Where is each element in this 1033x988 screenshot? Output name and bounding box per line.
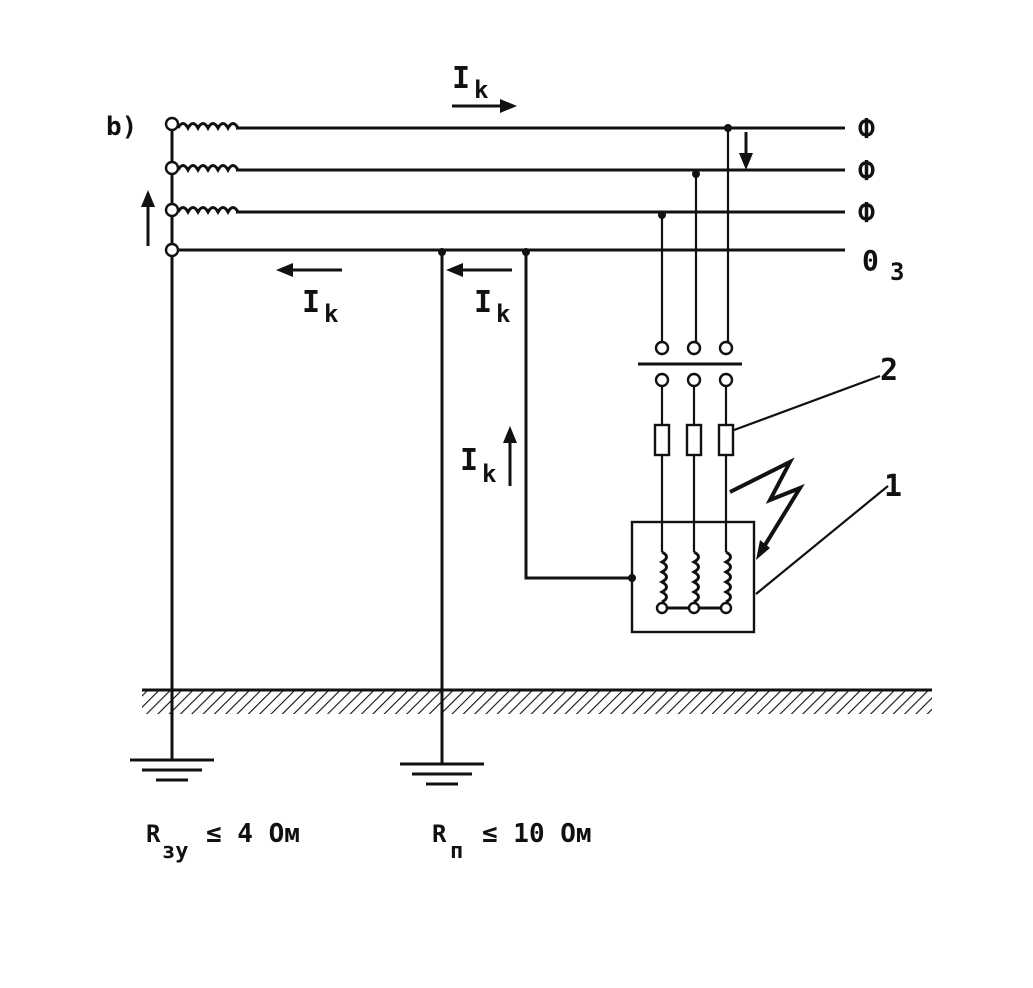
- phase-lines: [236, 126, 845, 214]
- svg-text:R: R: [146, 820, 161, 848]
- ground-symbol-icon: [130, 758, 214, 782]
- callout-1: 1: [884, 469, 902, 504]
- svg-text:≤ 4 Ом: ≤ 4 Ом: [206, 819, 300, 849]
- current-label-sub: k: [482, 460, 497, 488]
- current-label-sub: k: [496, 300, 511, 328]
- ground-symbol-icon: [400, 762, 484, 786]
- neutral-label-sub: 3: [890, 258, 904, 286]
- callout-line: [733, 374, 881, 432]
- load-windings: [655, 550, 733, 615]
- ground-surface-hatch: [142, 690, 932, 714]
- current-label: I: [452, 61, 470, 96]
- source-terminal: [164, 160, 180, 176]
- current-label: I: [302, 285, 320, 320]
- ground-resistance-label-1: R зу ≤ 4 Ом: [146, 819, 300, 864]
- figure-label: b): [106, 112, 137, 142]
- arrow-up-icon: [141, 190, 155, 207]
- arrow-down-icon: [739, 153, 753, 170]
- source-terminal: [164, 116, 180, 132]
- enclosure-to-neutral-wire: [524, 252, 632, 580]
- arrow-left-icon: [276, 263, 293, 277]
- ground-resistance-label-2: R п ≤ 10 Ом: [432, 819, 592, 864]
- current-label: I: [460, 443, 478, 478]
- source-terminal: [164, 242, 180, 258]
- callout-line: [755, 485, 889, 595]
- current-label-sub: k: [474, 76, 489, 104]
- phase-label: Ф: [858, 196, 875, 229]
- neutral-label: 0: [862, 244, 879, 277]
- callout-2: 2: [880, 353, 898, 388]
- fault-lightning-icon: [729, 457, 805, 552]
- current-label: I: [474, 285, 492, 320]
- source-windings: [170, 122, 240, 252]
- current-label-sub: k: [324, 300, 339, 328]
- fuse: [653, 423, 671, 457]
- phase-label: Ф: [858, 112, 875, 145]
- svg-text:п: п: [450, 839, 463, 864]
- source-terminal: [164, 202, 180, 218]
- load-feeders: [638, 124, 742, 552]
- arrow-right-icon: [500, 99, 517, 113]
- svg-text:≤ 10 Ом: ≤ 10 Ом: [482, 819, 592, 849]
- arrow-left-icon: [446, 263, 463, 277]
- fuse: [717, 423, 735, 457]
- fuse: [685, 423, 703, 457]
- svg-text:зу: зу: [162, 839, 189, 864]
- svg-text:R: R: [432, 820, 447, 848]
- arrow-up-icon: [503, 426, 517, 443]
- phase-label: Ф: [858, 154, 875, 187]
